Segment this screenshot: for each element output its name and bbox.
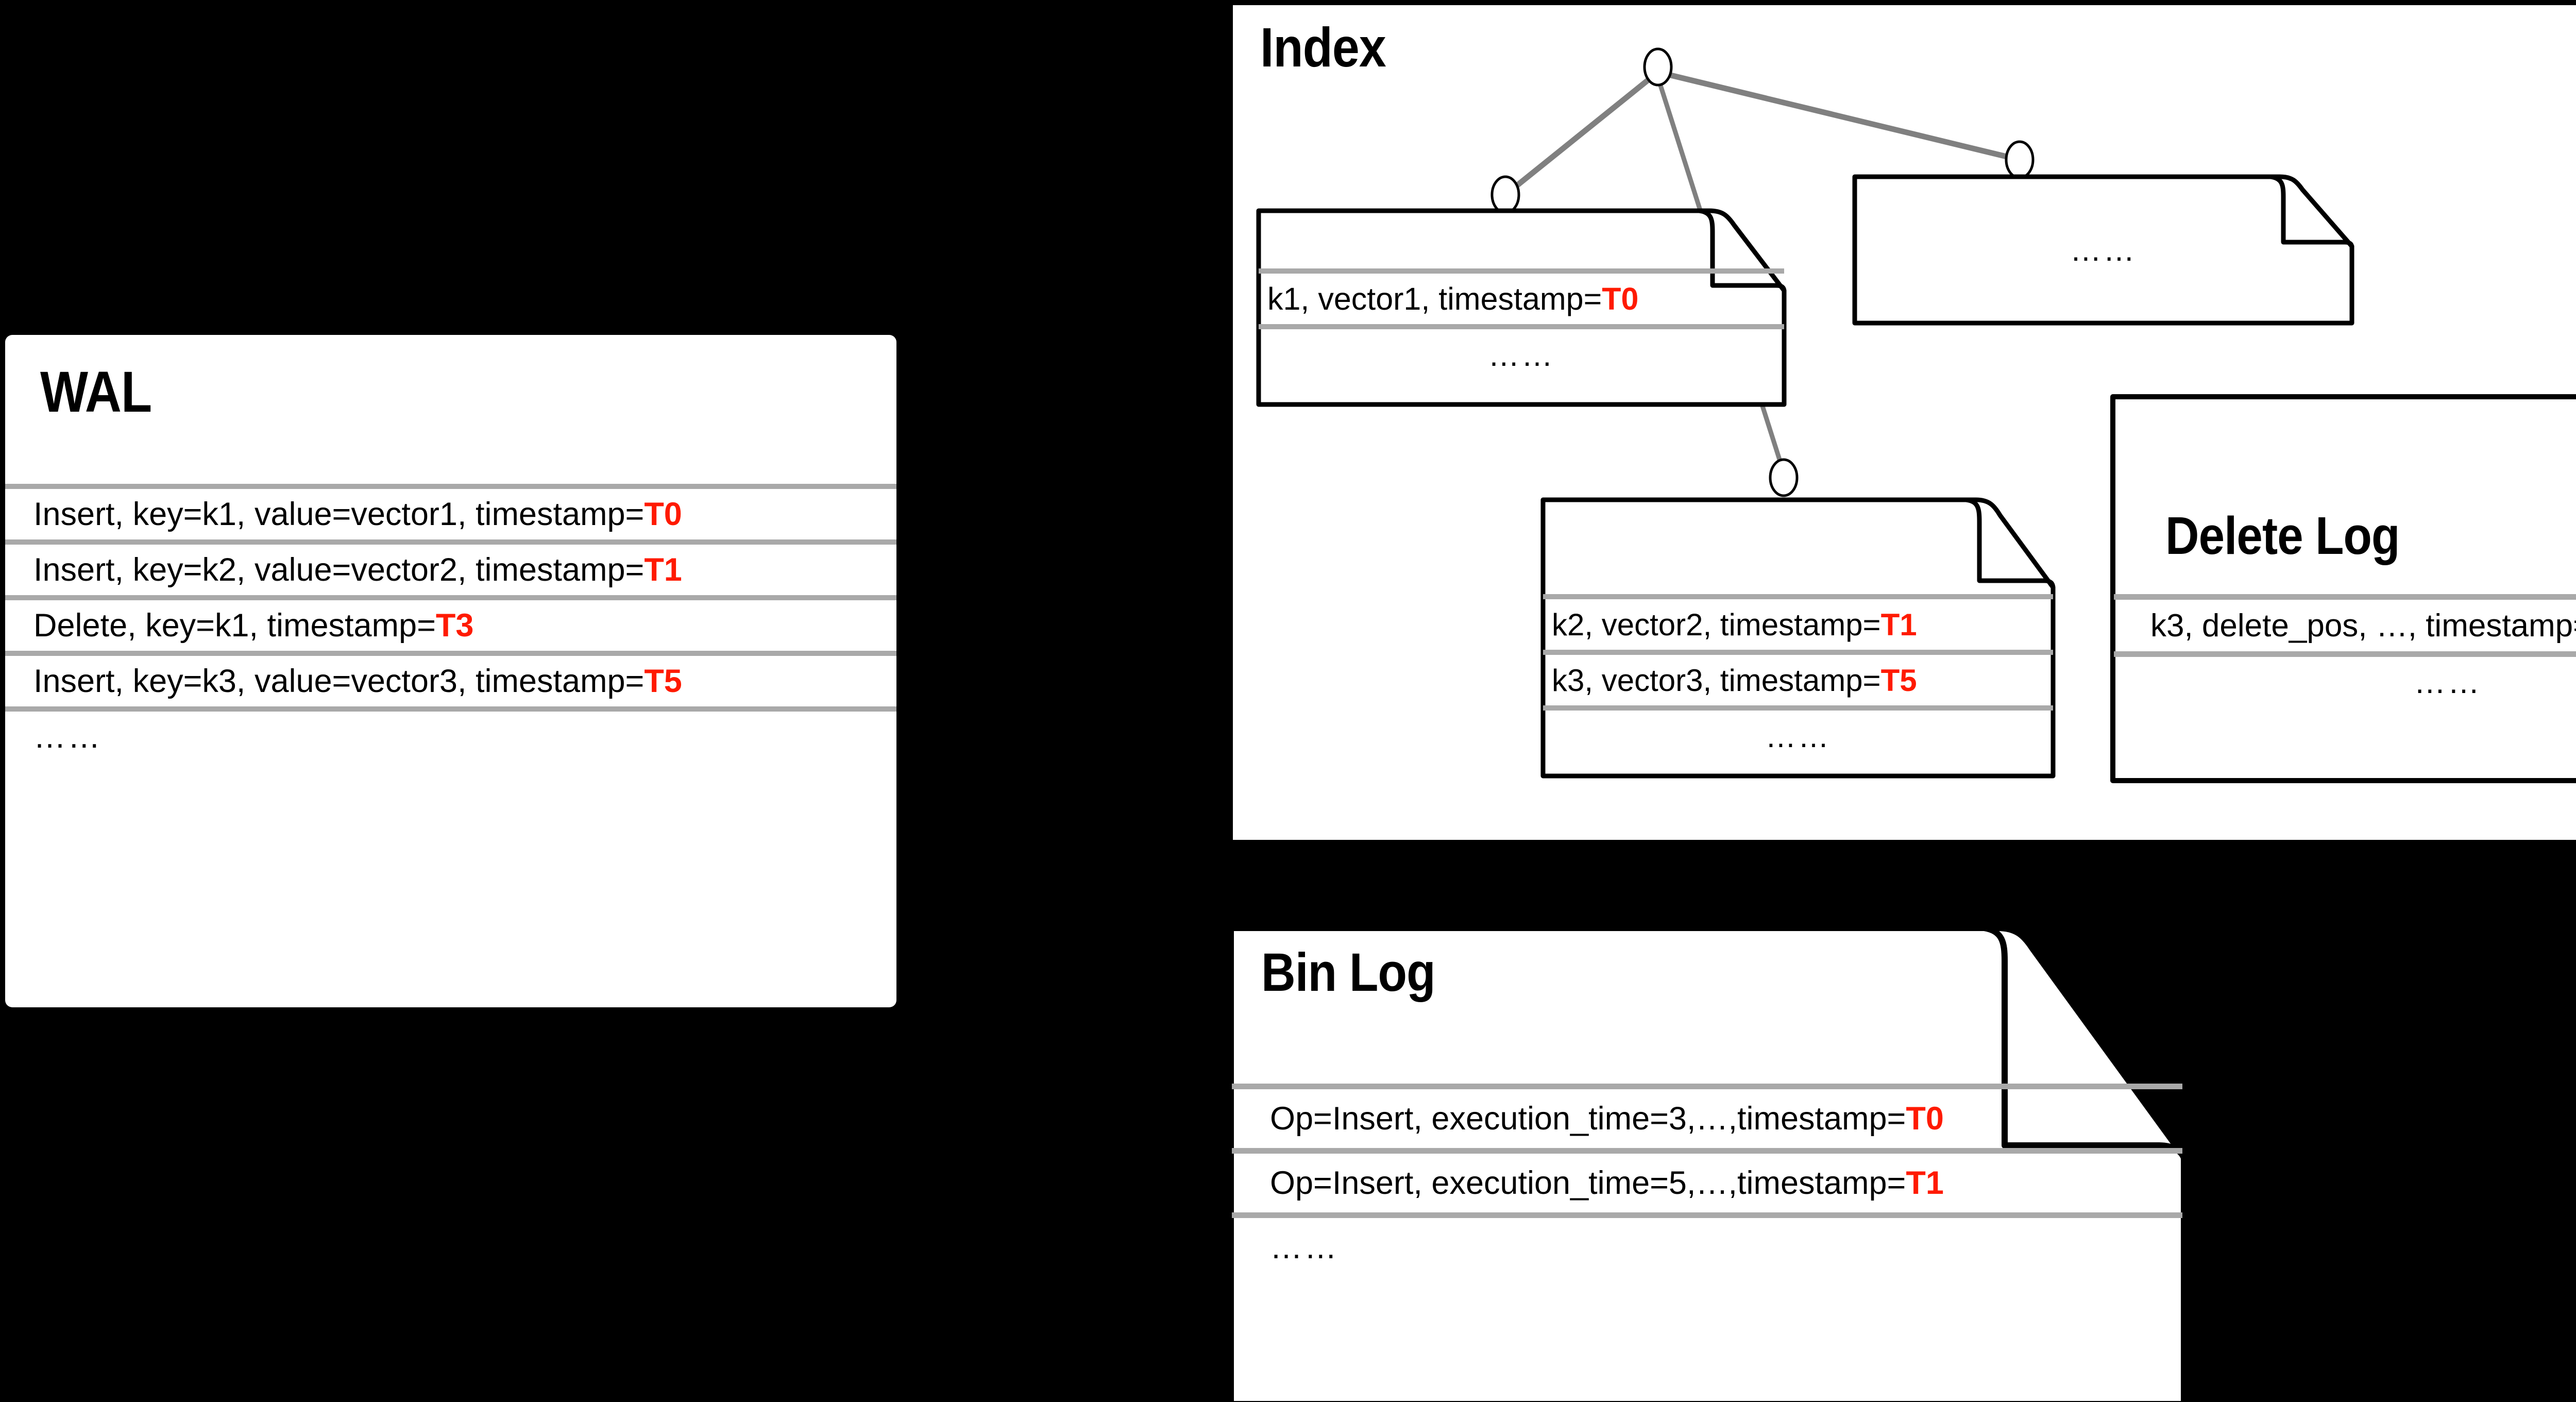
wal-row-3-text: Insert, key=k3, value=vector3, timestamp… xyxy=(33,663,645,699)
bin-log-row-2: …… xyxy=(1270,1218,2182,1277)
index-leaf-k2k3-separator-1 xyxy=(1543,594,2053,599)
wal-row-2-timestamp: T3 xyxy=(435,607,474,644)
index-leaf-k2k3-row-2: …… xyxy=(1540,711,2056,762)
index-leaf-k2k3-row-0-text: k2, vector2, timestamp= xyxy=(1552,607,1881,642)
index-leaf-k1-row-0-text: k1, vector1, timestamp= xyxy=(1267,281,1602,316)
bin-log-row-0-timestamp: T0 xyxy=(1906,1101,1944,1137)
delete-log-row-0-text: k3, delete_pos, …, timestamp= xyxy=(2150,607,2576,644)
index-leaf-k1-separator-1 xyxy=(1259,268,1784,274)
index-leaf-k2k3-separator-2 xyxy=(1543,650,2053,655)
index-leaf-k1-row-1: k1, vector1, timestamp= …… xyxy=(1256,329,1787,381)
index-leaf-k2k3-row-0-timestamp: T1 xyxy=(1880,607,1917,642)
bin-log-row-0-text: Op=Insert, execution_time=3,…,timestamp= xyxy=(1270,1101,1906,1137)
index-leaf-k2k3-row-0: k2, vector2, timestamp=T1 xyxy=(1552,599,2052,650)
wal-row-0: Insert, key=k1, value=vector1, timestamp… xyxy=(33,489,889,539)
wal-title: WAL xyxy=(40,360,152,424)
delete-log-card: Delete Log k3, delete_pos, …, timestamp=… xyxy=(2110,394,2576,783)
index-panel: Index k1, vector1, timestamp=T0 xyxy=(1233,5,2576,840)
index-leaf-k1-ellipsis: …… xyxy=(1488,337,1555,373)
index-leaf-ellipsis-row-0: …… xyxy=(1852,224,2354,276)
tree-edge-root-right xyxy=(1657,69,2021,163)
index-leaf-k1-row-0-timestamp: T0 xyxy=(1602,281,1639,316)
tree-node-child-bottom xyxy=(1769,458,1799,497)
bin-log-separator-1 xyxy=(1232,1084,2182,1089)
index-leaf-ellipsis-doc-shape xyxy=(1852,174,2354,326)
index-leaf-ellipsis: …… xyxy=(1852,174,2354,326)
delete-log-ellipsis: …… xyxy=(2414,664,2482,700)
tree-node-child-right xyxy=(2005,140,2035,179)
tree-node-root xyxy=(1643,47,1673,87)
delete-log-separator-1 xyxy=(2114,594,2576,600)
bin-log-row-0: Op=Insert, execution_time=3,…,timestamp=… xyxy=(1270,1089,2182,1148)
wal-separator-4 xyxy=(5,651,896,656)
bin-log-separator-2 xyxy=(1232,1148,2182,1154)
wal-row-1: Insert, key=k2, value=vector2, timestamp… xyxy=(33,545,889,595)
wal-row-3-timestamp: T5 xyxy=(644,663,682,699)
wal-separator-3 xyxy=(5,595,896,600)
index-leaf-k2k3-row-1: k3, vector3, timestamp=T5 xyxy=(1552,655,2052,705)
wal-separator-5 xyxy=(5,706,896,712)
index-leaf-k1-separator-2 xyxy=(1259,324,1784,329)
wal-separator-1 xyxy=(5,484,896,489)
wal-row-4: …… xyxy=(33,712,889,762)
wal-row-0-timestamp: T0 xyxy=(644,496,682,532)
delete-log-title: Delete Log xyxy=(2165,506,2400,565)
bin-log-separator-3 xyxy=(1232,1212,2182,1218)
wal-row-2: Delete, key=k1, timestamp=T3 xyxy=(33,600,889,651)
wal-row-1-timestamp: T1 xyxy=(644,552,682,588)
index-leaf-k1: k1, vector1, timestamp=T0 k1, vector1, t… xyxy=(1256,208,1787,407)
bin-log-row-1-timestamp: T1 xyxy=(1906,1165,1944,1201)
wal-row-2-text: Delete, key=k1, timestamp= xyxy=(33,607,436,644)
bin-log-row-1-text: Op=Insert, execution_time=5,…,timestamp= xyxy=(1270,1165,1906,1201)
index-leaf-k2k3: k2, vector2, timestamp=T1 k3, vector3, t… xyxy=(1540,497,2056,779)
tree-node-child-left xyxy=(1490,175,1520,214)
wal-row-4-text: …… xyxy=(33,719,103,755)
index-leaf-ellipsis-text: …… xyxy=(2070,232,2137,267)
delete-log-separator-2 xyxy=(2114,651,2576,657)
index-leaf-k2k3-row-1-text: k3, vector3, timestamp= xyxy=(1552,663,1881,698)
delete-log-row-0: k3, delete_pos, …, timestamp=T3 xyxy=(2150,600,2576,651)
wal-panel: WAL Insert, key=k1, value=vector1, times… xyxy=(5,335,896,1007)
delete-log-doc-shape xyxy=(2110,394,2576,783)
index-title: Index xyxy=(1260,16,1386,78)
index-leaf-k2k3-ellipsis: …… xyxy=(1765,719,1831,754)
bin-log-row-1: Op=Insert, execution_time=5,…,timestamp=… xyxy=(1270,1154,2182,1212)
index-leaf-k2k3-separator-3 xyxy=(1543,705,2053,711)
wal-row-0-text: Insert, key=k1, value=vector1, timestamp… xyxy=(33,496,645,532)
bin-log-title: Bin Log xyxy=(1261,942,1436,1003)
bin-log-doc-shape xyxy=(1228,925,2188,1402)
wal-separator-2 xyxy=(5,539,896,545)
tree-edge-root-left xyxy=(1503,70,1660,197)
wal-row-1-text: Insert, key=k2, value=vector2, timestamp… xyxy=(33,552,645,588)
bin-log-ellipsis: …… xyxy=(1270,1229,1339,1265)
index-leaf-k1-doc-shape xyxy=(1256,208,1787,407)
bin-log-card: Bin Log Op=Insert, execution_time=3,…,ti… xyxy=(1228,925,2191,1402)
delete-log-row-1: …… xyxy=(2110,656,2576,708)
index-leaf-k1-row-0: k1, vector1, timestamp=T0 xyxy=(1267,274,1783,324)
index-leaf-k2k3-row-1-timestamp: T5 xyxy=(1880,663,1917,698)
wal-row-3: Insert, key=k3, value=vector3, timestamp… xyxy=(33,656,889,706)
